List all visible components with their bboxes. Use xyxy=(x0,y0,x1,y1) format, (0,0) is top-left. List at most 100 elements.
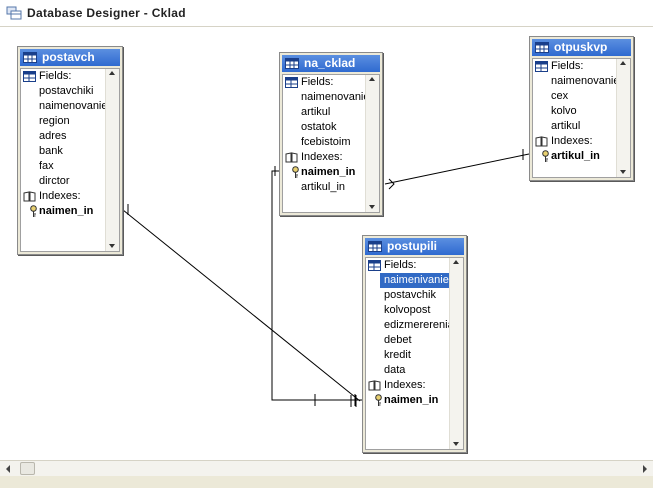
vertical-scrollbar[interactable] xyxy=(616,59,630,177)
table-body: Fields: naimenovanie artikul ostatok fce… xyxy=(282,74,380,213)
table-name: otpuskvp xyxy=(554,40,608,54)
index-item[interactable]: naimen_in xyxy=(21,204,105,219)
indexes-label: Indexes: xyxy=(551,135,593,147)
field-item[interactable]: kolvopost xyxy=(384,304,431,316)
field-item[interactable]: cex xyxy=(551,90,569,102)
relation-line-nacklad-postupili xyxy=(271,170,362,401)
table-postavch[interactable]: postavch Fields: postavchiki naimenovani… xyxy=(17,46,123,255)
field-item[interactable]: dirctor xyxy=(39,175,70,187)
indexes-label: Indexes: xyxy=(39,190,81,202)
table-name: postupili xyxy=(387,239,437,253)
field-item[interactable]: kolvo xyxy=(551,105,577,117)
scroll-down-arrow-icon[interactable] xyxy=(369,205,375,209)
table-title-bar[interactable]: na_cklad xyxy=(282,55,380,72)
field-item[interactable]: region xyxy=(39,115,70,127)
table-icon xyxy=(23,52,37,63)
scroll-down-arrow-icon[interactable] xyxy=(453,442,459,446)
index-item[interactable]: artikul_in xyxy=(533,149,616,164)
table-field-list[interactable]: Fields: naimenovanie artikul ostatok fce… xyxy=(283,75,365,212)
indexes-section[interactable]: Indexes: xyxy=(283,150,365,165)
field-item[interactable]: naimenovanie xyxy=(551,75,616,87)
scroll-down-arrow-icon[interactable] xyxy=(620,170,626,174)
fields-section[interactable]: Fields: xyxy=(21,69,105,84)
fields-section[interactable]: Fields: xyxy=(366,258,449,273)
field-item[interactable]: fcebistoim xyxy=(301,136,351,148)
indexes-label: Indexes: xyxy=(384,379,426,391)
index-item[interactable]: artikul_in xyxy=(301,181,346,193)
fields-label: Fields: xyxy=(551,60,584,72)
scroll-down-arrow-icon[interactable] xyxy=(109,244,115,248)
fields-label: Fields: xyxy=(301,76,334,88)
field-item[interactable]: postavchiki xyxy=(39,85,94,97)
scroll-up-arrow-icon[interactable] xyxy=(453,260,459,264)
fields-icon xyxy=(285,77,298,88)
scroll-left-arrow-icon[interactable] xyxy=(6,465,10,473)
status-bar xyxy=(0,476,653,488)
indexes-section[interactable]: Indexes: xyxy=(21,189,105,204)
indexes-section[interactable]: Indexes: xyxy=(366,378,449,393)
vertical-scrollbar[interactable] xyxy=(105,69,119,251)
key-icon xyxy=(375,394,382,406)
fields-section[interactable]: Fields: xyxy=(533,59,616,74)
field-item-selected[interactable]: naimenivanie xyxy=(380,273,449,288)
relation-line-postavch-postupili xyxy=(122,209,361,402)
relation-line-otpuskvp-nacklad xyxy=(384,153,530,185)
field-item[interactable]: naimenovanie xyxy=(39,100,105,112)
indexes-icon xyxy=(535,136,548,147)
table-na-cklad[interactable]: na_cklad Fields: naimenovanie artikul os… xyxy=(279,52,383,216)
indexes-icon xyxy=(368,380,381,391)
database-designer-icon xyxy=(6,6,22,20)
indexes-icon xyxy=(285,152,298,163)
scroll-up-arrow-icon[interactable] xyxy=(620,61,626,65)
field-item[interactable]: fax xyxy=(39,160,54,172)
indexes-icon xyxy=(23,191,36,202)
field-item[interactable]: naimenovanie xyxy=(301,91,365,103)
window-title-bar[interactable]: Database Designer - Cklad xyxy=(0,0,653,27)
vertical-scrollbar[interactable] xyxy=(365,75,379,212)
table-name: na_cklad xyxy=(304,56,356,70)
fields-section[interactable]: Fields: xyxy=(283,75,365,90)
table-title-bar[interactable]: postupili xyxy=(365,238,464,255)
index-item[interactable]: naimen_in xyxy=(366,393,449,408)
fields-icon xyxy=(535,61,548,72)
field-item[interactable]: ostatok xyxy=(301,121,337,133)
relation-lines xyxy=(122,149,530,407)
field-item[interactable]: edizmererenia xyxy=(384,319,449,331)
table-icon xyxy=(368,241,382,252)
table-icon xyxy=(535,42,549,53)
table-field-list[interactable]: Fields: naimenivanie postavchik kolvopos… xyxy=(366,258,449,449)
scroll-thumb[interactable] xyxy=(20,462,35,475)
field-item[interactable]: postavchik xyxy=(384,289,436,301)
field-item[interactable]: kredit xyxy=(384,349,411,361)
table-name: postavch xyxy=(42,50,95,64)
window-title: Database Designer - Cklad xyxy=(27,6,186,20)
field-item[interactable]: data xyxy=(384,364,406,376)
table-postupili[interactable]: postupili Fields: naimenivanie postavchi… xyxy=(362,235,467,453)
table-title-bar[interactable]: postavch xyxy=(20,49,120,66)
field-item[interactable]: artikul xyxy=(301,106,331,118)
scroll-right-arrow-icon[interactable] xyxy=(643,465,647,473)
key-icon xyxy=(292,166,299,178)
table-field-list[interactable]: Fields: naimenovanie cex kolvo artikul I… xyxy=(533,59,616,177)
fields-icon xyxy=(23,71,36,82)
table-field-list[interactable]: Fields: postavchiki naimenovanie region … xyxy=(21,69,105,251)
table-body: Fields: naimenivanie postavchik kolvopos… xyxy=(365,257,464,450)
index-item[interactable]: naimen_in xyxy=(283,165,365,180)
scroll-up-arrow-icon[interactable] xyxy=(369,77,375,81)
field-item[interactable]: artikul xyxy=(551,120,581,132)
key-icon xyxy=(542,150,549,162)
table-title-bar[interactable]: otpuskvp xyxy=(532,39,631,56)
vertical-scrollbar[interactable] xyxy=(449,258,463,449)
fields-label: Fields: xyxy=(39,70,72,82)
table-otpuskvp[interactable]: otpuskvp Fields: naimenovanie cex kolvo … xyxy=(529,36,634,181)
designer-canvas[interactable]: postavch Fields: postavchiki naimenovani… xyxy=(0,27,653,460)
field-item[interactable]: bank xyxy=(39,145,63,157)
scroll-up-arrow-icon[interactable] xyxy=(109,71,115,75)
fields-icon xyxy=(368,260,381,271)
horizontal-scrollbar[interactable] xyxy=(0,460,653,477)
field-item[interactable]: adres xyxy=(39,130,67,142)
table-body: Fields: postavchiki naimenovanie region … xyxy=(20,68,120,252)
table-body: Fields: naimenovanie cex kolvo artikul I… xyxy=(532,58,631,178)
field-item[interactable]: debet xyxy=(384,334,412,346)
indexes-section[interactable]: Indexes: xyxy=(533,134,616,149)
